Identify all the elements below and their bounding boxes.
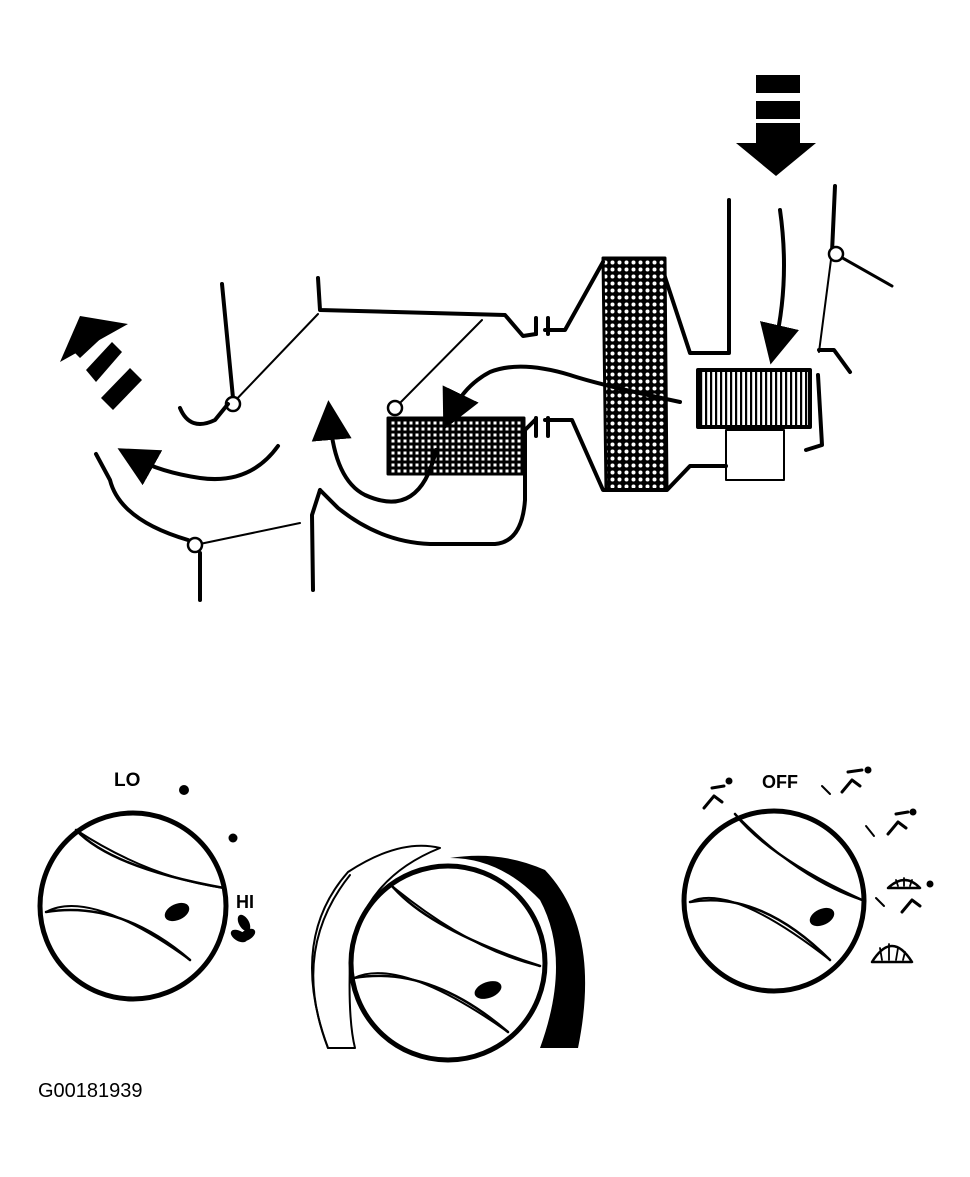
mode-door-upper (220, 282, 319, 413)
airflow-arrow-recirc (442, 364, 682, 431)
fan-icon (230, 914, 256, 943)
fan-speed-detent-2 (228, 833, 238, 843)
temperature-scale-warm (450, 855, 586, 1048)
recirc-door (818, 245, 894, 353)
airflow-arrows (117, 364, 682, 504)
blower-wheel (696, 368, 812, 429)
temperature-knob[interactable] (311, 844, 586, 1063)
main-duct (310, 260, 728, 592)
airflow-arrow-outlet (117, 444, 280, 486)
blend-door (386, 319, 483, 417)
mode-door-lower (186, 522, 301, 602)
mode-off-label: OFF (762, 772, 798, 792)
defrost-icon (870, 943, 914, 964)
mode-knob[interactable] (681, 808, 867, 994)
outlet-air-arrow (60, 316, 142, 410)
vent-face-icon (702, 777, 733, 810)
evaporator-core (601, 256, 669, 492)
fresh-air-inlet-arrow (736, 75, 816, 176)
figure-id: G00181939 (38, 1080, 143, 1102)
intake-flow-arrow (760, 208, 799, 365)
fan-high-label: HI (236, 892, 254, 912)
heater-core (386, 416, 526, 476)
airflow-arrow-heater (311, 400, 438, 504)
blower-motor (725, 429, 785, 481)
floor-defrost-icon (875, 877, 934, 914)
fan-low-label: LO (114, 770, 141, 791)
floor-icon (865, 808, 917, 837)
outlet-duct (94, 402, 230, 542)
bilevel-icon (821, 766, 872, 795)
fan-speed-detent-1 (179, 785, 189, 795)
fan-speed-knob[interactable] (37, 785, 238, 1002)
